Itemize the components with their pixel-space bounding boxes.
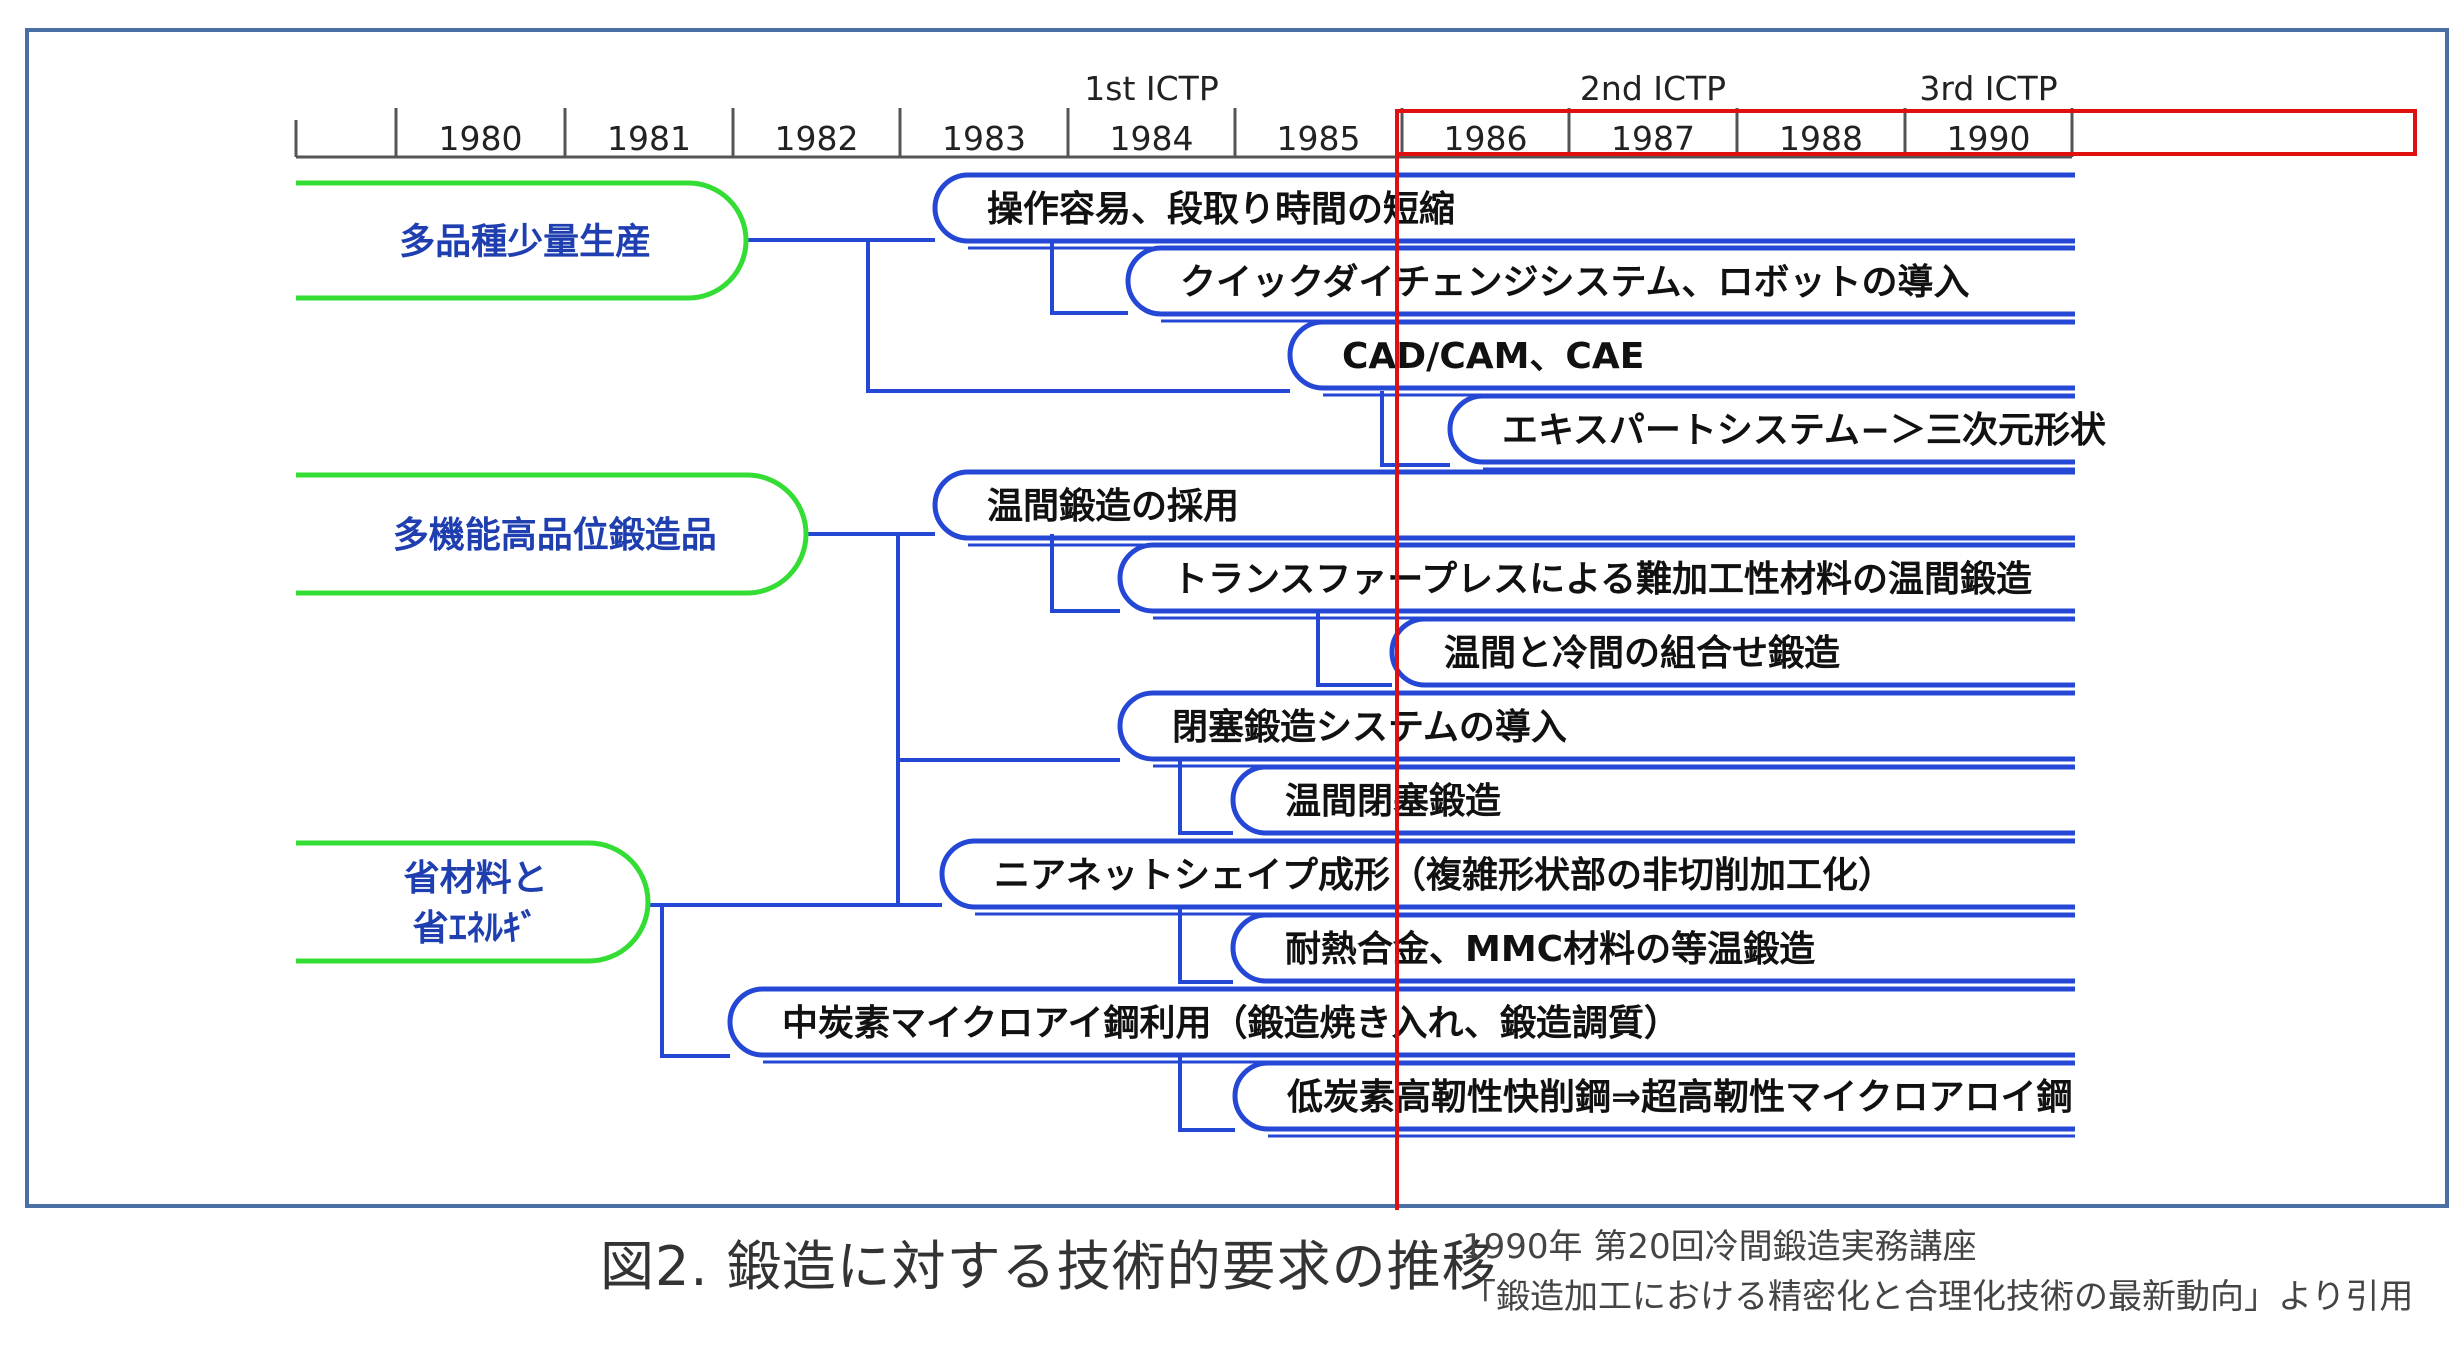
item-label: 操作容易、段取り時間の短縮 — [987, 189, 1455, 230]
branch-connector — [660, 905, 730, 1058]
item-label: クイックダイチェンジシステム、ロボットの導入 — [1180, 262, 1969, 303]
category-label: 多機能高品位鍛造品 — [393, 514, 717, 556]
item-tab-outline — [1389, 616, 2075, 688]
item-label: 温間閉塞鍛造 — [1285, 780, 1501, 822]
item-label: 耐熱合金、MMC材料の等温鍛造 — [1285, 928, 1815, 970]
item-tab-outline — [1230, 764, 2075, 836]
category-c1: 多品種少量生産 — [296, 180, 749, 301]
branch-connector — [1050, 534, 1120, 613]
timeline-year-label: 1980 — [439, 119, 523, 158]
branch-connector — [1316, 611, 1392, 687]
item-label: エキスパートシステム−＞三次元形状 — [1502, 410, 2107, 451]
category-c2: 多機能高品位鍛造品 — [296, 472, 809, 596]
branch-connector — [1178, 905, 1233, 984]
conference-label: 2nd ICTP — [1580, 69, 1726, 108]
timeline-year-label: 1986 — [1444, 119, 1528, 158]
item-tab-outline — [1287, 319, 2075, 391]
category-bubble — [296, 180, 749, 301]
item-tab-outline — [1117, 690, 2075, 762]
branch-connector — [1178, 760, 1233, 835]
figure-source-note: 1990年 第20回冷間鍛造実務講座 「鍛造加工における精密化と合理化技術の最新… — [1462, 1222, 2413, 1322]
category-label: 多品種少量生産 — [399, 222, 651, 263]
item-label: 中炭素マイクロアイ鋼利用（鍛造焼き入れ、鍛造調質） — [782, 1002, 1680, 1044]
item-tab-outline — [727, 986, 2075, 1058]
conference-label: 3rd ICTP — [1919, 69, 2057, 108]
timeline-year-label: 1983 — [942, 119, 1026, 158]
category-label: 省材料と — [404, 858, 548, 899]
timeline-year-label: 1985 — [1277, 119, 1361, 158]
branch-connectors — [648, 238, 1450, 1132]
timeline-year-label: 1981 — [607, 119, 691, 158]
timeline-year-label: 1990 — [1947, 119, 2031, 158]
item-i2: クイックダイチェンジシステム、ロボットの導入 — [1125, 245, 2075, 323]
item-label: 温間鍛造の採用 — [987, 485, 1239, 527]
timeline-ruler: 1980 1981 1982 1983 1984 1985 1986 1987 1988 1990… — [294, 69, 2074, 159]
branch-connector — [866, 240, 1290, 393]
source-line-2: 「鍛造加工における精密化と合理化技術の最新動向」より引用 — [1462, 1277, 2414, 1317]
source-line-1: 1990年 第20回冷間鍛造実務講座 — [1462, 1227, 1977, 1267]
timeline-year-label: 1982 — [775, 119, 859, 158]
category-bubble — [296, 472, 809, 596]
item-label: トランスファープレスによる難加工性材料の温間鍛造 — [1172, 558, 2032, 600]
figure-caption-title: 図2. 鍛造に対する技術的要求の推移 — [600, 1235, 1497, 1298]
item-label: 閉塞鍛造システムの導入 — [1172, 706, 1567, 748]
conference-label: 1st ICTP — [1084, 69, 1218, 108]
item-i6: トランスファープレスによる難加工性材料の温間鍛造 — [1117, 542, 2075, 620]
item-tab-outline — [1117, 542, 2075, 614]
item-i7: 温間と冷間の組合せ鍛造 — [1389, 616, 2075, 694]
item-tab-outline — [1230, 912, 2075, 984]
item-tab-outline — [1232, 1060, 2075, 1132]
branch-connector — [1050, 240, 1128, 315]
highlight-1986-onward — [1395, 109, 2417, 1210]
item-i13: 低炭素高靭性快削鋼⇒超高靭性マイクロアロイ鋼 — [1232, 1060, 2075, 1138]
timeline-year-label: 1987 — [1611, 119, 1695, 158]
branch-connector — [1380, 391, 1450, 467]
item-label: 温間と冷間の組合せ鍛造 — [1444, 632, 1840, 674]
timeline-year-label: 1988 — [1779, 119, 1863, 158]
timeline-year-label: 1984 — [1110, 119, 1194, 158]
item-i4: エキスパートシステム−＞三次元形状 — [1447, 393, 2107, 471]
item-label: ニアネットシェイプ成形（複雑形状部の非切削加工化） — [994, 855, 1894, 896]
item-label: CAD/CAM、CAE — [1342, 336, 1644, 377]
item-tab-outline — [1447, 393, 2075, 465]
item-tab-outline — [932, 172, 2075, 244]
category-bubble — [296, 840, 651, 964]
category-label: 省ｴﾈﾙｷﾞ — [413, 907, 539, 949]
item-tab-outline — [939, 838, 2075, 910]
item-label: 低炭素高靭性快削鋼⇒超高靭性マイクロアロイ鋼 — [1287, 1077, 2072, 1118]
item-tab-outline — [1125, 245, 2075, 317]
item-tab-outline — [932, 469, 2075, 541]
branch-connector — [1178, 1056, 1235, 1132]
